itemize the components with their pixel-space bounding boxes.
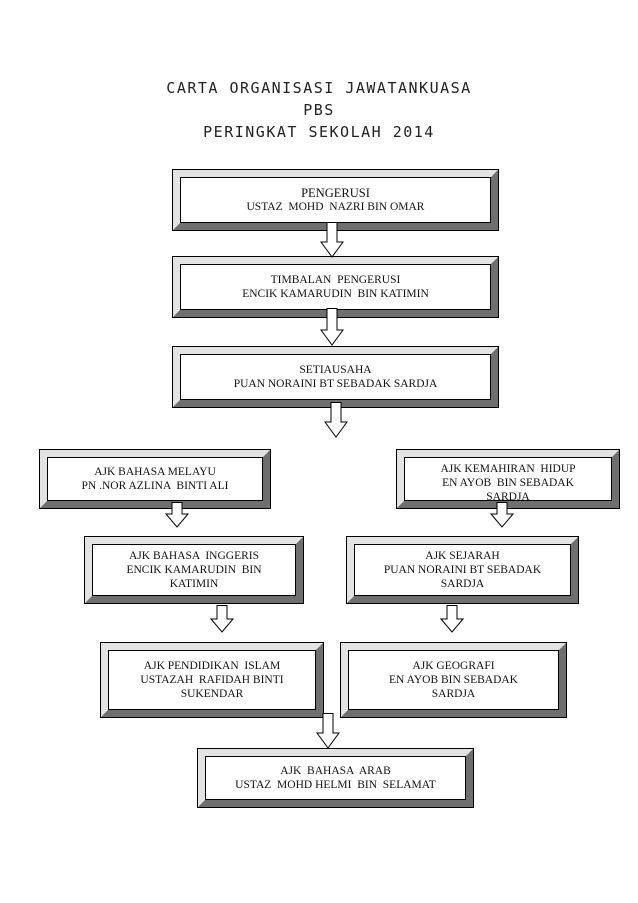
- box-ajk-sejarah: AJK SEJARAH PUAN NORAINI BT SEBADAK SARD…: [346, 536, 579, 604]
- role-ajk-bahasa-inggeris: AJK BAHASA INGGERIS: [128, 550, 260, 562]
- box-ajk-bahasa-inggeris: AJK BAHASA INGGERIS ENCIK KAMARUDIN BIN …: [84, 536, 304, 604]
- name-ajk-geografi: EN AYOB BIN SEBADAK: [389, 674, 518, 686]
- name-ajk-bahasa-inggeris-line-2: KATIMIN: [169, 578, 219, 590]
- role-ajk-pendidikan-islam: AJK PENDIDIKAN ISLAM: [143, 660, 281, 672]
- name-ajk-bahasa-melayu: PN .NOR AZLINA BINTI ALI: [81, 480, 229, 492]
- down-arrow-icon: [320, 222, 344, 258]
- down-arrow-icon: [210, 605, 234, 633]
- name-ajk-kemahiran-hidup-line-2: SARDJA: [486, 491, 530, 503]
- name-timbalan-pengerusi: ENCIK KAMARUDIN BIN KATIMIN: [242, 288, 429, 300]
- role-ajk-kemahiran-hidup: AJK KEMAHIRAN HIDUP: [440, 463, 576, 475]
- role-ajk-bahasa-arab: AJK BAHASA ARAB: [280, 765, 391, 777]
- name-ajk-sejarah-line-2: SARDJA: [440, 578, 485, 590]
- down-arrow-icon: [440, 605, 464, 633]
- name-setiausaha: PUAN NORAINI BT SEBADAK SARDJA: [233, 378, 438, 390]
- down-arrow-icon: [320, 308, 344, 346]
- down-arrow-icon: [316, 713, 340, 749]
- role-ajk-sejarah: AJK SEJARAH: [425, 550, 500, 562]
- box-ajk-bahasa-melayu: AJK BAHASA MELAYU PN .NOR AZLINA BINTI A…: [39, 449, 271, 509]
- role-ajk-bahasa-melayu: AJK BAHASA MELAYU: [94, 466, 216, 478]
- name-ajk-bahasa-inggeris: ENCIK KAMARUDIN BIN: [126, 564, 262, 576]
- role-pengerusi: PENGERUSI: [301, 186, 370, 200]
- chart-title-line-2: PBS: [303, 101, 335, 119]
- box-ajk-pendidikan-islam: AJK PENDIDIKAN ISLAM USTAZAH RAFIDAH BIN…: [100, 642, 324, 718]
- name-ajk-pendidikan-islam: USTAZAH RAFIDAH BINTI: [140, 674, 284, 686]
- name-pengerusi: USTAZ MOHD NAZRI BIN OMAR: [246, 201, 425, 213]
- down-arrow-icon: [165, 502, 189, 528]
- name-ajk-bahasa-arab: USTAZ MOHD HELMI BIN SELAMAT: [235, 779, 436, 791]
- down-arrow-icon: [490, 502, 514, 528]
- box-ajk-bahasa-arab: AJK BAHASA ARAB USTAZ MOHD HELMI BIN SEL…: [197, 748, 474, 808]
- box-ajk-geografi: AJK GEOGRAFI EN AYOB BIN SEBADAK SARDJA: [340, 642, 567, 718]
- name-ajk-pendidikan-islam-line-2: SUKENDAR: [180, 688, 244, 700]
- box-ajk-kemahiran-hidup: AJK KEMAHIRAN HIDUP EN AYOB BIN SEBADAK …: [396, 449, 620, 509]
- name-ajk-geografi-line-2: SARDJA: [431, 688, 476, 700]
- role-timbalan-pengerusi: TIMBALAN PENGERUSI: [270, 274, 401, 286]
- chart-title-line-1: CARTA ORGANISASI JAWATANKUASA: [166, 79, 472, 97]
- box-pengerusi: PENGERUSI USTAZ MOHD NAZRI BIN OMAR: [172, 169, 499, 231]
- chart-title-line-3: PERINGKAT SEKOLAH 2014: [203, 123, 435, 141]
- role-ajk-geografi: AJK GEOGRAFI: [412, 660, 495, 672]
- down-arrow-icon: [324, 402, 348, 438]
- name-ajk-kemahiran-hidup: EN AYOB BIN SEBADAK: [442, 477, 574, 489]
- name-ajk-sejarah: PUAN NORAINI BT SEBADAK: [383, 564, 542, 576]
- box-setiausaha: SETIAUSAHA PUAN NORAINI BT SEBADAK SARDJ…: [172, 346, 499, 408]
- role-setiausaha: SETIAUSAHA: [299, 364, 372, 376]
